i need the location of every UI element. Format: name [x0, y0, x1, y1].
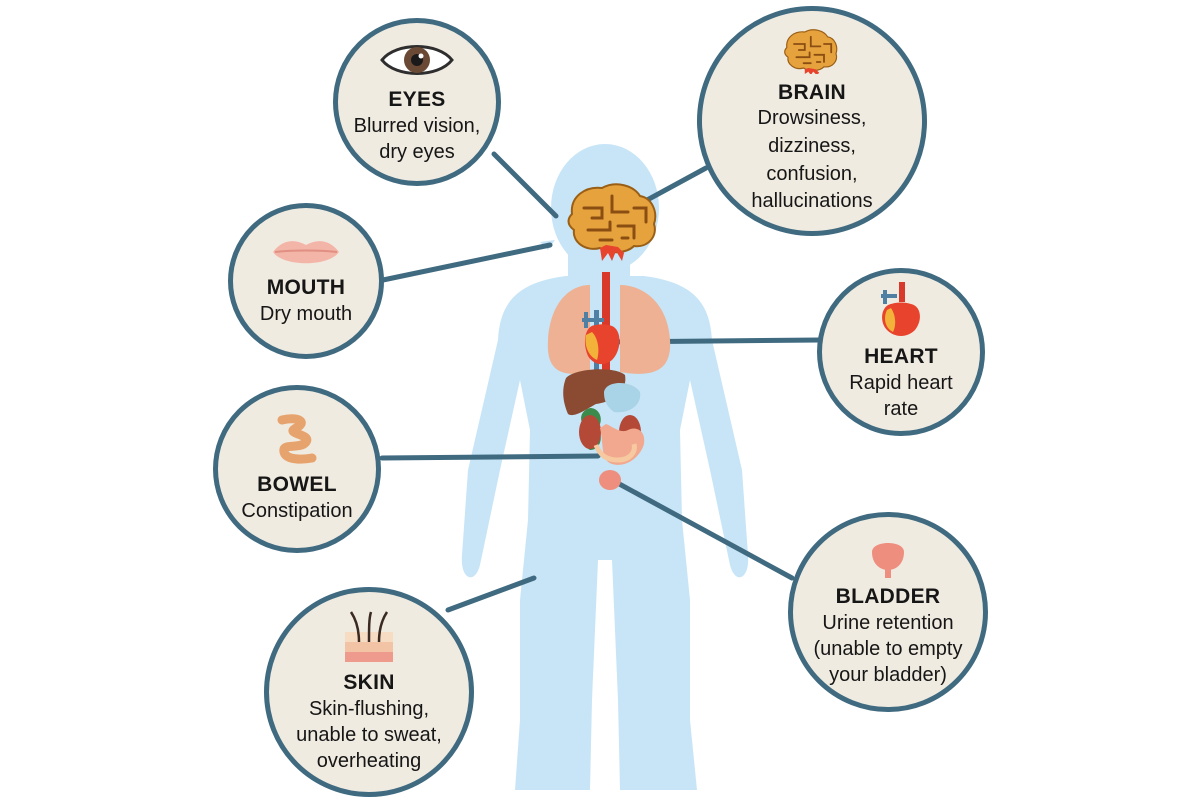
left-lung-organ	[547, 285, 590, 374]
skin-desc-line-2: unable to sweat,	[296, 723, 442, 746]
mouth-title: MOUTH	[266, 276, 346, 300]
connector-eyes	[491, 151, 559, 219]
bladder-organ	[599, 470, 621, 490]
brain-desc-line-1: Drowsiness,	[757, 107, 867, 130]
callout-skin: SKIN Skin-flushing, unable to sweat, ove…	[264, 587, 474, 797]
callout-bowel: BOWEL Constipation	[213, 385, 381, 553]
skin-desc-line-3: overheating	[316, 749, 422, 772]
heart-icon	[881, 282, 920, 337]
intestine-icon	[277, 414, 317, 464]
right-lung-organ	[620, 285, 671, 374]
bladder-desc-line-1: Urine retention	[822, 611, 954, 634]
bladder-title: BLADDER	[835, 585, 941, 609]
eye-icon	[380, 45, 454, 76]
left-kidney-organ	[579, 415, 601, 449]
eyes-title: EYES	[388, 88, 446, 112]
eyes-desc-line-1: Blurred vision,	[353, 114, 481, 137]
connector-bowel	[379, 453, 601, 461]
heart-desc-line-1: Rapid heart	[849, 371, 953, 394]
skin-desc-line-1: Skin-flushing,	[308, 697, 430, 720]
connector-bladder	[609, 477, 795, 581]
bladder-icon	[872, 543, 904, 579]
bowel-title: BOWEL	[257, 473, 337, 497]
brainstem-organ	[600, 245, 624, 261]
connector-mouth	[380, 242, 553, 283]
heart-title: HEART	[864, 345, 938, 369]
brain-desc-line-2: dizziness,	[768, 135, 856, 157]
callout-bladder: BLADDER Urine retention (unable to empty…	[788, 512, 988, 712]
callout-eyes: EYES Blurred vision, dry eyes	[333, 18, 501, 186]
brain-icon	[783, 29, 838, 75]
skin-title: SKIN	[343, 671, 395, 695]
brain-desc-line-4: hallucinations	[751, 190, 873, 213]
bowel-desc-line-1: Constipation	[241, 499, 353, 522]
callout-mouth: MOUTH Dry mouth	[228, 203, 384, 359]
lips-icon	[273, 241, 339, 264]
brain-title: BRAIN	[778, 81, 846, 105]
bladder-desc-line-2: (unable to empty	[813, 637, 963, 660]
bladder-desc-line-3: your bladder)	[829, 663, 947, 686]
callout-brain: BRAIN Drowsiness, dizziness, confusion, …	[697, 6, 927, 236]
eyes-desc-line-2: dry eyes	[379, 140, 455, 163]
stomach-organ	[604, 383, 641, 413]
heart-desc-line-2: rate	[883, 397, 919, 420]
callout-heart: HEART Rapid heart rate	[817, 268, 985, 436]
organs	[547, 182, 671, 490]
brain-desc-line-3: confusion,	[766, 162, 858, 185]
liver-organ	[563, 369, 626, 416]
mouth-desc-line-1: Dry mouth	[259, 302, 353, 325]
skin-hair-icon	[345, 611, 393, 663]
connector-skin	[445, 575, 537, 613]
